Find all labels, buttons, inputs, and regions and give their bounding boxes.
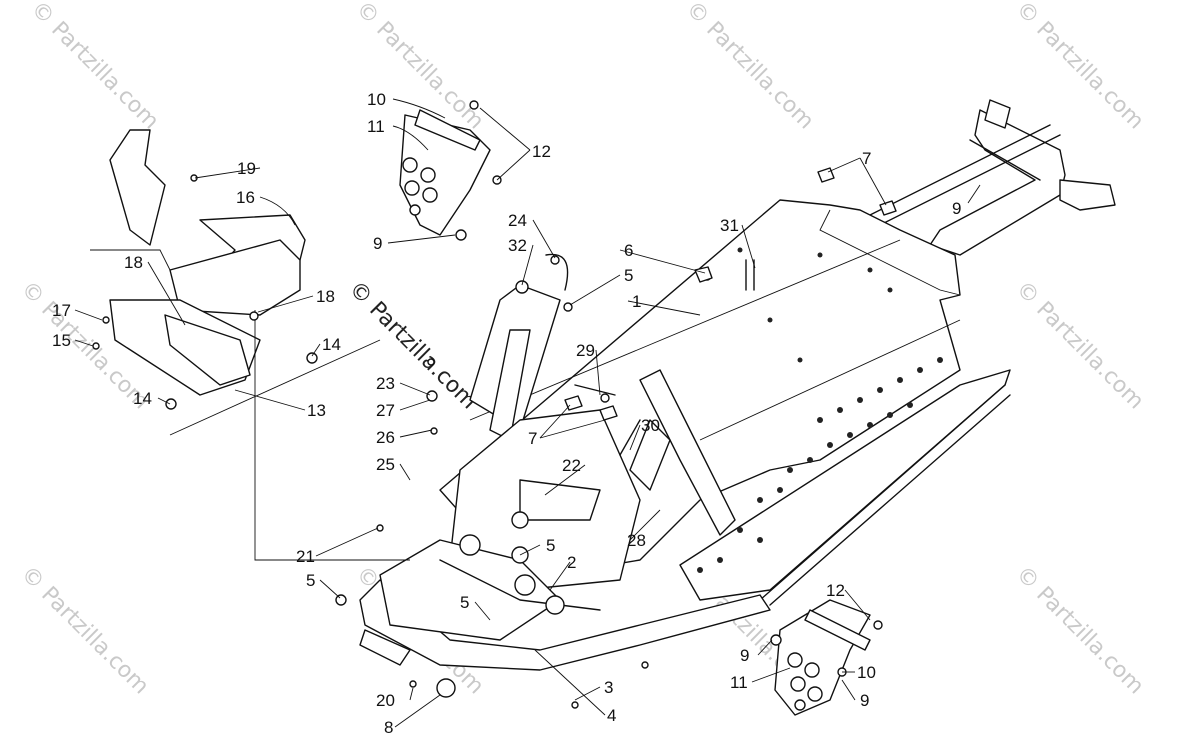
callout-label: 28 [627,531,646,550]
top-bracket-assembly [399,100,502,241]
callout-label: 11 [730,673,748,692]
callout-label: 18 [316,287,335,306]
callout-label: 17 [52,301,71,320]
callout-label: 1 [632,292,641,311]
callout-label: 9 [740,646,749,665]
callout-label: 14 [133,389,152,408]
callout-label: 9 [860,691,869,710]
watermark-text: © Partzilla.com [1011,562,1149,700]
callout-label: 4 [607,706,616,725]
callout-label: 10 [367,90,386,109]
callout-label: 7 [528,429,537,448]
callout-label: 20 [376,691,395,710]
callout-label: 13 [307,401,326,420]
callout-labels: 10 11 12 9 19 16 18 18 17 15 14 14 13 24… [52,90,961,737]
watermark-text: © Partzilla.com [26,0,164,134]
callout-label: 31 [720,216,739,235]
watermark-text: © Partzilla.com [16,562,154,700]
callout-label: 26 [376,428,395,447]
leader-lines [74,98,981,728]
callout-label: 10 [857,663,876,682]
callout-label: 15 [52,331,71,350]
watermark-text: © Partzilla.com [1011,277,1149,415]
callout-label: 29 [576,341,595,360]
callout-label: 11 [367,117,385,136]
callout-label: 14 [322,335,341,354]
callout-label: 30 [641,416,660,435]
callout-label: 21 [296,547,315,566]
callout-label: 24 [508,211,527,230]
callout-label: 7 [862,149,871,168]
callout-label: 23 [376,374,395,393]
callout-label: 12 [826,581,845,600]
bottom-right-bracket-assembly [770,599,883,716]
callout-label: 5 [624,266,633,285]
callout-label: 2 [567,553,576,572]
callout-label: 12 [532,142,551,161]
callout-label: 32 [508,236,527,255]
callout-label: 5 [306,571,315,590]
callout-label: 19 [237,159,256,178]
callout-label: 5 [460,593,469,612]
callout-label: 16 [236,188,255,207]
left-bracket-assembly [90,129,410,561]
callout-label: 18 [124,253,143,272]
tunnel-assembly [359,99,1116,671]
callout-label: 9 [952,199,961,218]
watermark-text: © Partzilla.com [1011,0,1149,134]
running-board-holes [697,247,943,573]
watermark-text: © Partzilla.com [681,0,819,134]
center-watermark-text: © Partzilla.com [344,277,482,415]
callout-label: 27 [376,401,395,420]
callout-label: 8 [384,718,393,737]
callout-label: 5 [546,536,555,555]
callout-label: 6 [624,241,633,260]
callout-label: 9 [373,234,382,253]
callout-label: 25 [376,455,395,474]
callout-label: 22 [562,456,581,475]
callout-label: 3 [604,678,613,697]
